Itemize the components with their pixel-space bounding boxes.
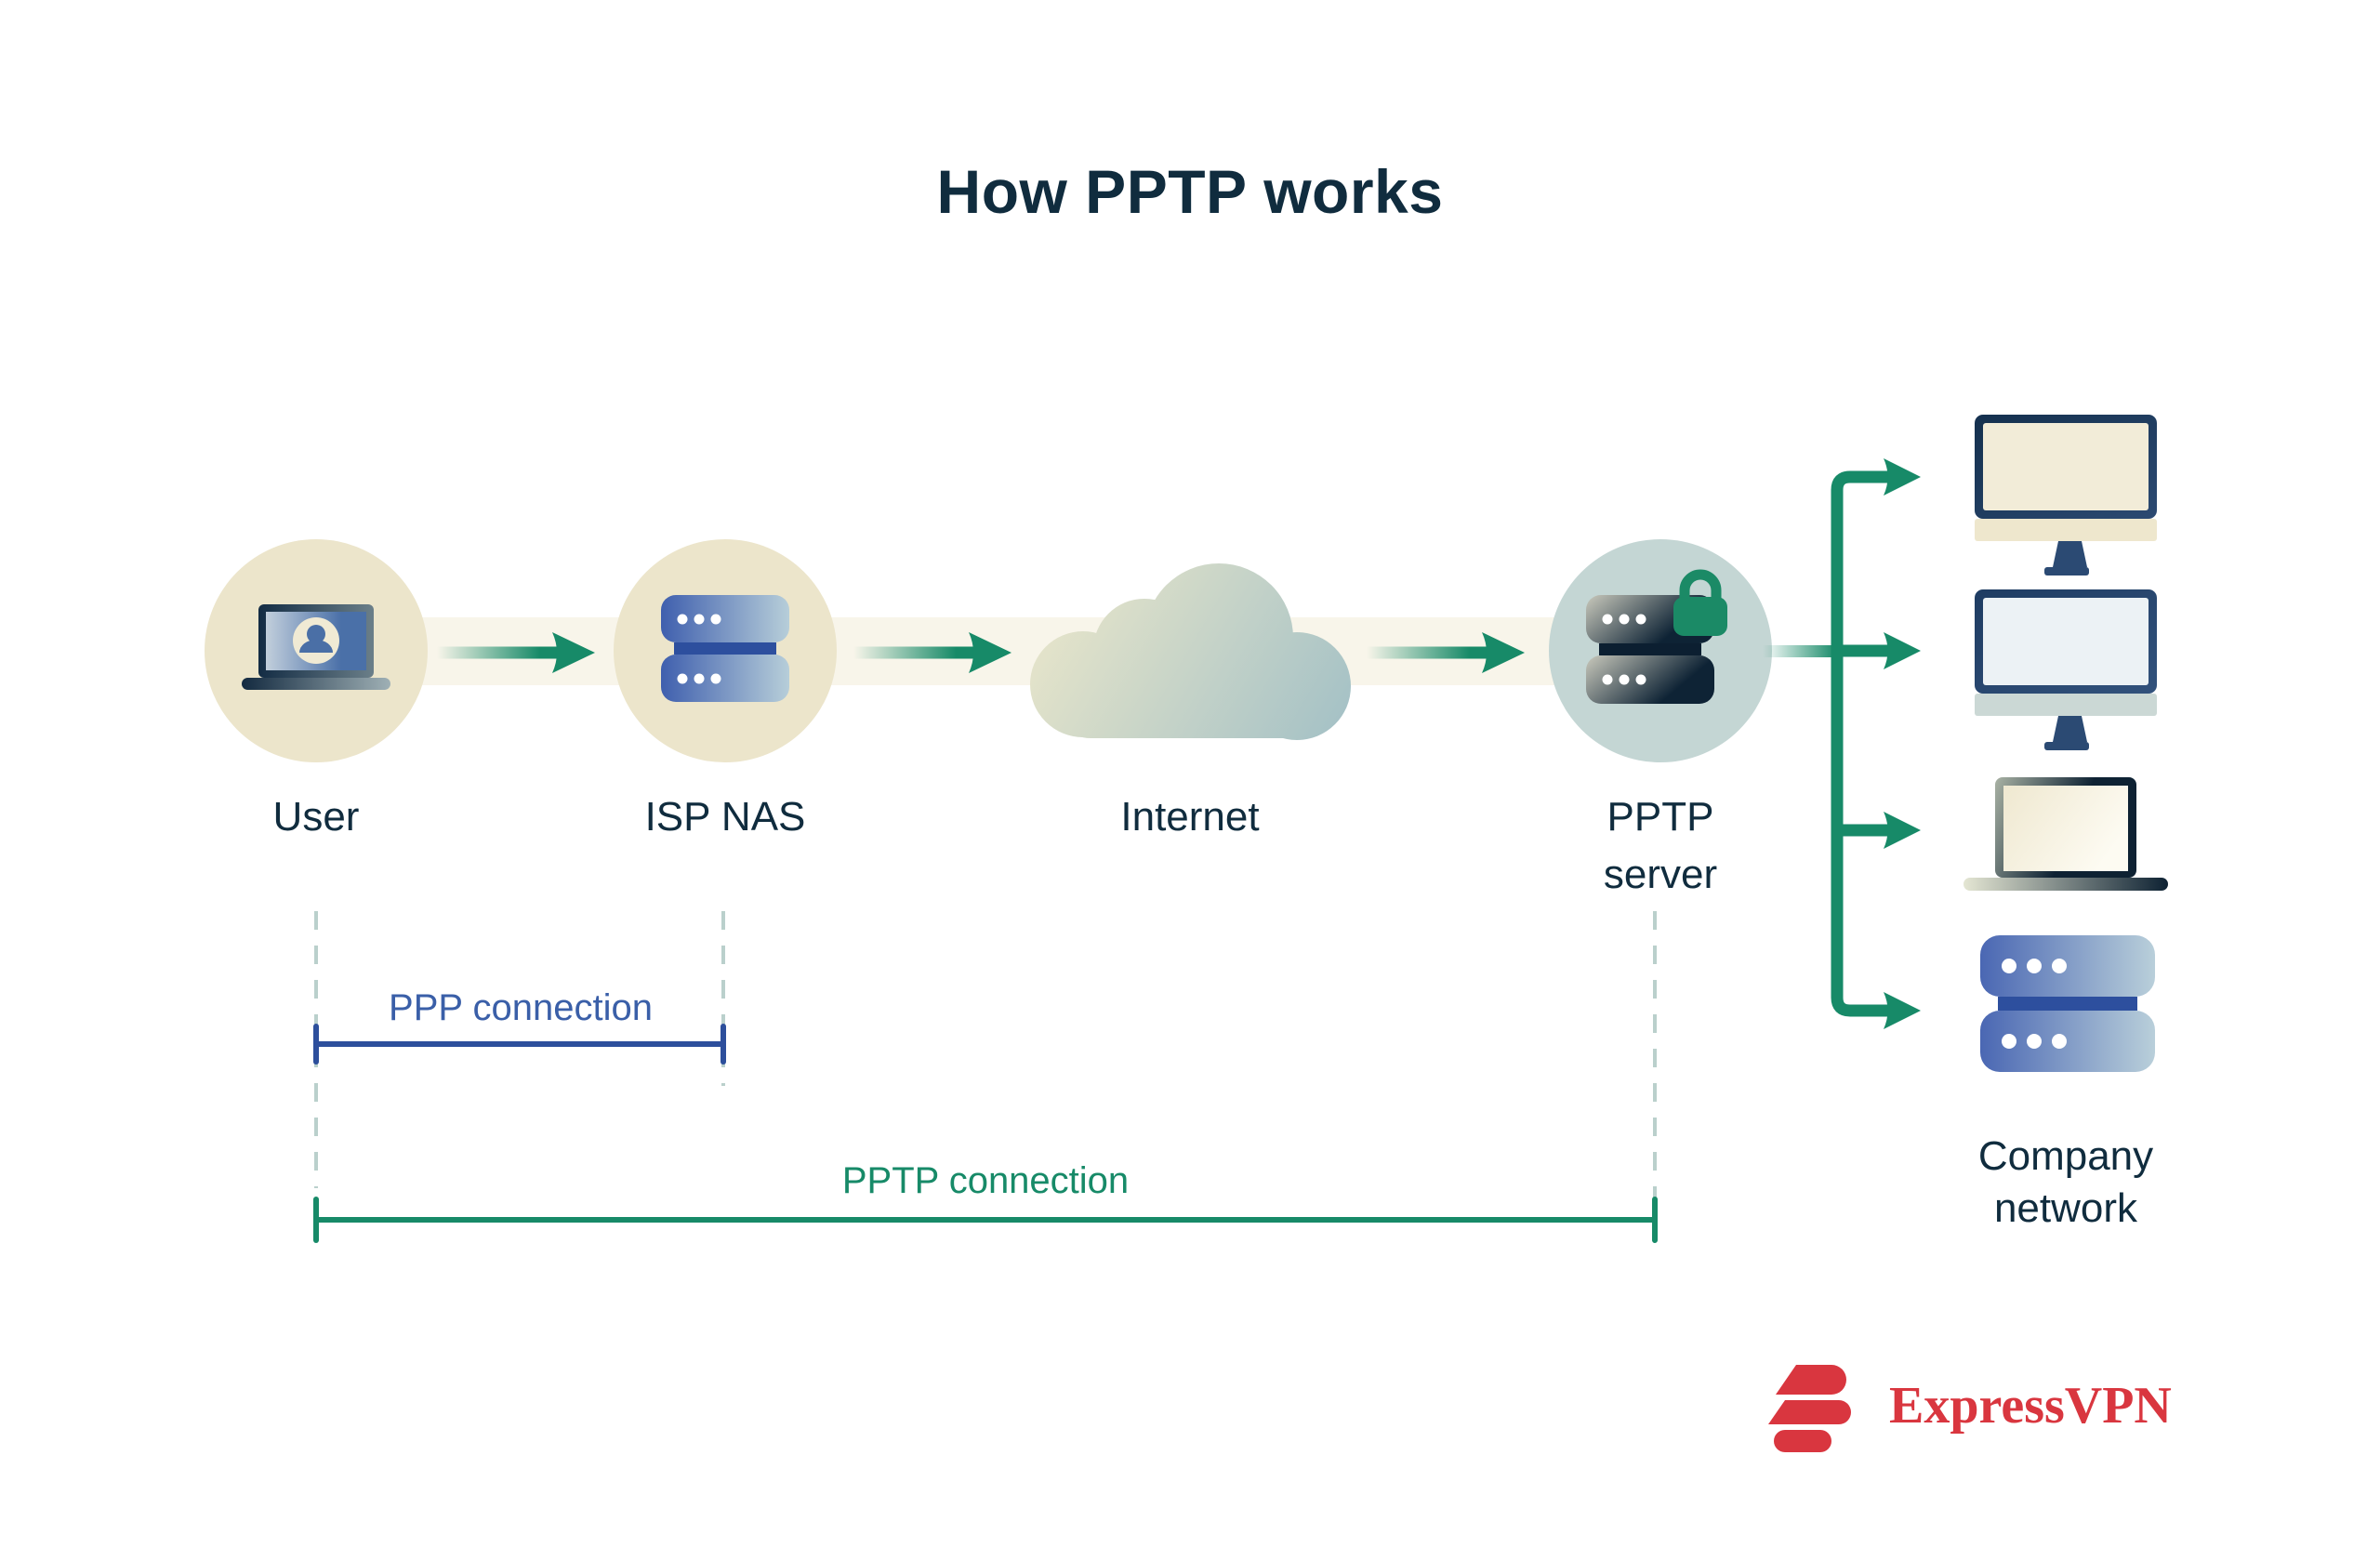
connector-pptp-to-network xyxy=(1763,645,1837,657)
laptop-user-icon xyxy=(242,604,390,690)
user-label: User xyxy=(272,794,360,840)
internet-label: Internet xyxy=(1120,794,1260,840)
brand-name: ExpressVPN xyxy=(1889,1377,2172,1435)
isp-nas-label: ISP NAS xyxy=(644,794,806,840)
laptop-icon xyxy=(1964,777,2168,891)
page-title: How PPTP works xyxy=(936,157,1444,226)
desktop-monitor-icon xyxy=(1975,415,2157,575)
pptp-server-label: PPTP server xyxy=(1603,794,1718,897)
dashed-guides xyxy=(314,911,1657,1197)
desktop-monitor-icon xyxy=(1975,589,2157,750)
cloud-icon xyxy=(1030,563,1351,740)
arrow-user-to-isp xyxy=(437,632,595,673)
lock-icon xyxy=(1673,569,1727,636)
server-stack-icon xyxy=(1980,935,2155,1072)
arrow-isp-to-internet xyxy=(853,632,1012,673)
company-network-label: Company network xyxy=(1977,1133,2154,1231)
expressvpn-logo-mark xyxy=(1768,1365,1851,1452)
server-stack-icon xyxy=(661,595,789,702)
secure-server-lock-icon xyxy=(1586,569,1727,704)
pptp-connection-label: PPTP connection xyxy=(841,1160,1130,1201)
arrow-internet-to-pptp xyxy=(1367,632,1525,673)
pptp-connection-bracket xyxy=(313,1197,1658,1243)
ppp-connection-label: PPP connection xyxy=(389,987,653,1028)
ppp-connection-bracket xyxy=(313,1024,726,1065)
network-branch-arrows xyxy=(1831,458,1921,1029)
